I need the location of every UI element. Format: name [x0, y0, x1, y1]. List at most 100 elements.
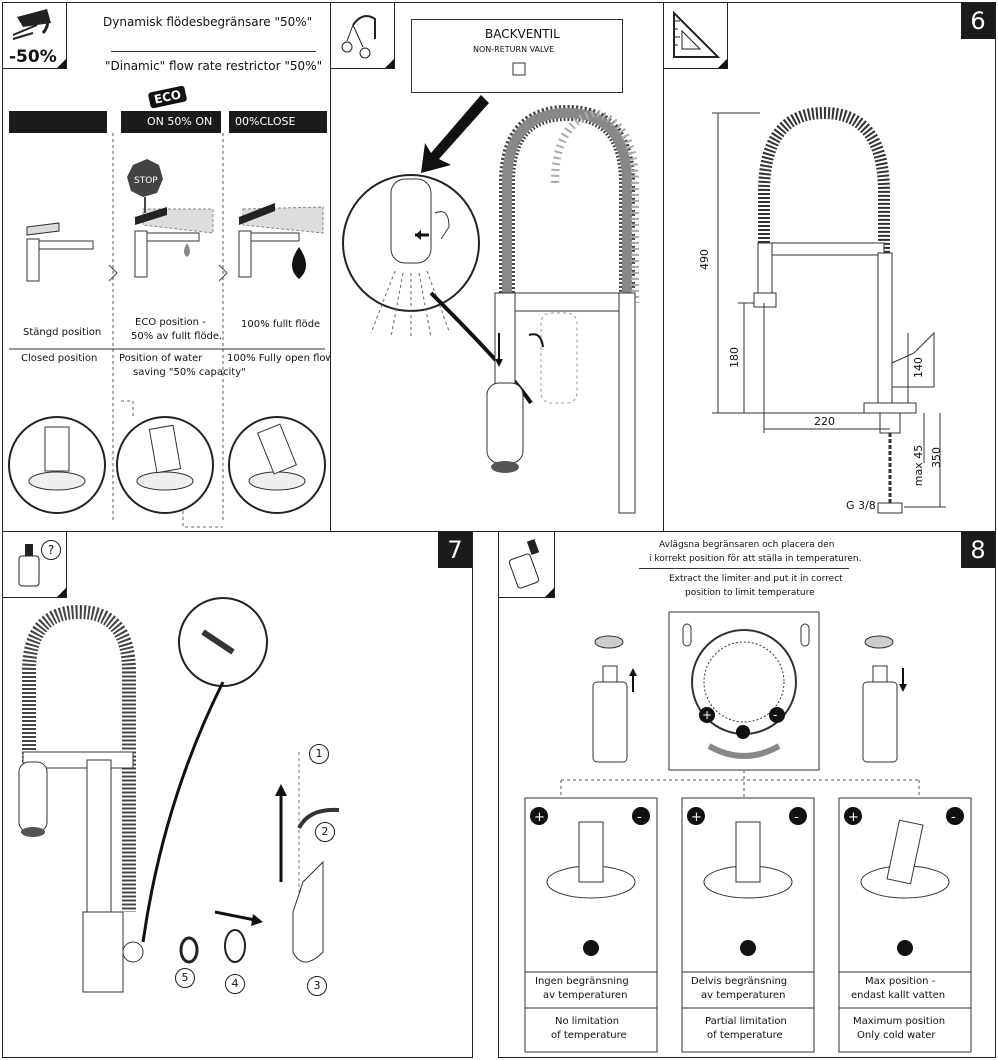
col2-en-1: Position of water — [119, 353, 203, 364]
svg-text:+: + — [691, 810, 702, 825]
spray-head-icon — [341, 15, 376, 59]
title-sv: Dynamisk flödesbegränsare "50%" — [103, 15, 313, 29]
max-limit-icon — [897, 940, 913, 956]
case2-sv-2: av temperaturen — [701, 990, 786, 1001]
svg-text:-: - — [794, 810, 799, 825]
title-divider — [111, 51, 316, 52]
part-2 — [297, 807, 340, 829]
instruction-sv-1: Avlägsna begränsaren och placera den — [659, 540, 835, 550]
cartridge-icon-box — [499, 532, 555, 598]
title-en: "Dinamic" flow rate restrictor "50%" — [105, 59, 323, 73]
part-label-5: 5 — [175, 968, 195, 988]
tap-full-icon — [238, 203, 324, 279]
col2-sv-1: ECO position - — [135, 317, 206, 328]
case3-en-2: Only cold water — [857, 1030, 936, 1041]
dim-220: 220 — [814, 415, 835, 428]
step-number-8: 8 — [961, 532, 995, 568]
part-label-4: 4 — [225, 974, 245, 994]
svg-text:-: - — [637, 810, 642, 825]
part-label-3: 3 — [307, 976, 327, 996]
case1-sv-2: av temperaturen — [543, 990, 628, 1001]
part-label-2: 2 — [315, 822, 335, 842]
flow-restrictor-icon-box: -50% — [3, 3, 67, 69]
case2-en-2: of temperature — [707, 1030, 783, 1041]
stop-label: STOP — [134, 176, 158, 186]
valve-label-box — [411, 19, 623, 93]
bar-mid: ON 50% ON — [121, 111, 221, 133]
ruler-triangle-icon — [673, 10, 721, 58]
question-mark-icon: ? — [41, 540, 61, 560]
tap-flow-icon — [12, 9, 51, 40]
panel-dimensions: 6 490 180 140 220 max 45 350 G 3/8 — [663, 2, 996, 532]
non-return-valve-drawing — [342, 62, 639, 514]
thread-size: G 3/8 — [846, 499, 876, 512]
col1-sv: Stängd position — [23, 327, 102, 338]
panel-non-return-valve: BACKVENTIL NON-RETURN VALVE — [330, 2, 664, 532]
triangle-marker-icon — [736, 725, 750, 739]
plus-icon — [699, 707, 715, 723]
part-label-1: 1 — [309, 744, 329, 764]
cartridge-icon — [18, 544, 40, 587]
cartridge-closed-circle — [8, 416, 106, 514]
instruction-en-2: position to limit temperature — [685, 588, 815, 598]
col2-sv-2: 50% av fullt flöde. — [131, 331, 223, 342]
instruction-sv-2: i korrekt position för att ställa in tem… — [649, 554, 862, 564]
badge-minus-50: -50% — [9, 47, 57, 67]
dim-140: 140 — [912, 357, 925, 378]
bar-left — [9, 111, 107, 133]
dimension-drawing — [712, 106, 946, 514]
hourglass-icon — [583, 940, 599, 956]
case3-en-1: Maximum position — [853, 1016, 946, 1027]
panel-temperature-limiter: 8 Avlägsna begränsaren och placera den i… — [498, 531, 996, 1058]
case1-en-1: No limitation — [555, 1016, 620, 1027]
cartridge-icon — [508, 539, 540, 589]
case1-en-2: of temperature — [551, 1030, 627, 1041]
flow-restrictor-drawing: STOP — [8, 133, 326, 528]
tap-closed-icon — [26, 222, 94, 282]
instruction-divider — [639, 568, 849, 569]
svg-text:+: + — [702, 708, 712, 722]
temperature-limiter-drawing: + - + - + - + - — [524, 611, 972, 1053]
minus-icon — [769, 707, 785, 723]
dim-max45: max 45 — [912, 444, 926, 487]
col1-en: Closed position — [21, 353, 98, 364]
panel-flow-restrictor: -50% Dynamisk flödesbegränsare "50%" "Di… — [2, 2, 331, 532]
cartridge-full-circle — [228, 416, 326, 514]
step-number-6: 6 — [961, 3, 995, 39]
part-4 — [224, 929, 246, 963]
valve-label-en: NON-RETURN VALVE — [473, 45, 555, 54]
case3-sv-2: endast kallt vatten — [851, 990, 946, 1001]
svg-text:-: - — [773, 708, 777, 722]
spray-icon-box — [331, 3, 395, 69]
col2-en-2: saving "50% capacity" — [133, 367, 246, 378]
step-number-7: 7 — [438, 532, 472, 568]
case3-sv-1: Max position - — [865, 976, 936, 987]
svg-text:+: + — [534, 810, 545, 825]
cartridge-eco-circle — [116, 416, 214, 514]
dim-350: 350 — [930, 447, 943, 468]
case1-sv-1: Ingen begränsning — [535, 976, 629, 987]
dim-180: 180 — [728, 347, 741, 368]
col3-sv: 100% fullt flöde — [241, 319, 321, 330]
case2-sv-1: Delvis begränsning — [691, 976, 788, 987]
pointer-arrow — [421, 95, 489, 173]
dim-490: 490 — [698, 249, 711, 270]
instruction-en-1: Extract the limiter and put it in correc… — [669, 574, 843, 584]
panel-disassembly: ? 7 1 2 3 4 5 — [2, 531, 473, 1058]
ruler-icon-box — [664, 3, 728, 69]
valve-small-icon — [512, 62, 526, 76]
col3-en: 100% Fully open flow — [227, 353, 331, 364]
partial-limit-icon — [740, 940, 756, 956]
thermometer-hot-icon — [682, 623, 692, 647]
part-5 — [179, 936, 199, 964]
svg-text:-: - — [951, 810, 956, 825]
svg-text:+: + — [848, 810, 859, 825]
tap-eco-icon — [134, 207, 214, 278]
cartridge-question-icon-box: ? — [3, 532, 67, 598]
thermometer-cold-icon — [800, 623, 810, 647]
bar-right: 00%CLOSE — [229, 111, 327, 133]
valve-label-sv: BACKVENTIL — [485, 27, 560, 41]
disassembly-drawing — [18, 597, 340, 993]
part-3 — [292, 860, 324, 963]
case2-en-1: Partial limitation — [705, 1016, 787, 1027]
